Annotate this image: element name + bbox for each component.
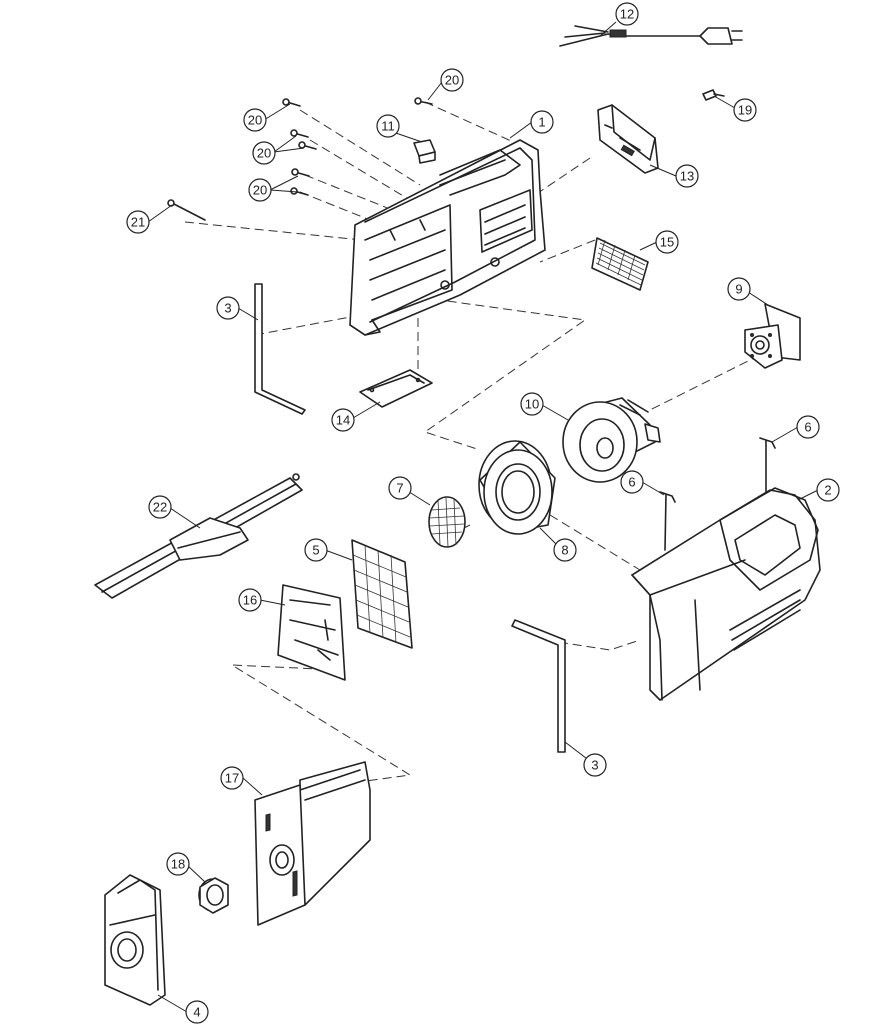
main-body-part	[349, 139, 546, 336]
callout-label: 14	[336, 413, 350, 428]
callout-3-lower: 3	[583, 753, 607, 777]
vent-grille-part	[591, 237, 649, 291]
callout-label: 3	[591, 758, 598, 773]
long-pin-part	[167, 199, 206, 221]
callout-11: 11	[376, 114, 400, 138]
front-cover-part	[631, 487, 821, 701]
callout-4: 4	[185, 1000, 209, 1024]
round-filter-part	[428, 496, 466, 548]
square-filter-part	[351, 539, 413, 649]
callout-label: 2	[824, 483, 831, 498]
switch-part	[413, 139, 436, 164]
callout-16: 16	[238, 588, 262, 612]
callout-label: 18	[171, 857, 185, 872]
callout-9: 9	[727, 277, 751, 301]
callout-14: 14	[331, 408, 355, 432]
callout-5: 5	[304, 538, 328, 562]
motor-part	[562, 397, 661, 483]
callout-21: 21	[126, 210, 150, 234]
callout-label: 20	[257, 146, 271, 161]
callout-3-upper: 3	[216, 296, 240, 320]
callout-1: 1	[530, 110, 554, 134]
rear-lid-part	[104, 874, 166, 1006]
callout-label: 3	[224, 301, 231, 316]
callout-label: 6	[628, 475, 635, 490]
screws-part	[282, 97, 433, 196]
callout-6-right: 6	[796, 415, 820, 439]
callout-label: 22	[153, 500, 167, 515]
callout-label: 19	[738, 103, 752, 118]
filter-plate-part	[359, 369, 433, 408]
callout-10: 10	[520, 392, 544, 416]
callout-label: 20	[445, 73, 459, 88]
callout-label: 17	[225, 771, 239, 786]
ring-adapter-part	[198, 877, 229, 914]
mounting-flange-part	[744, 303, 801, 369]
filter-sponge-part	[277, 584, 346, 681]
gasket-ring-part	[478, 440, 556, 535]
callout-label: 13	[680, 169, 694, 184]
callout-17: 17	[220, 766, 244, 790]
power-cord-part	[559, 25, 743, 47]
small-screw-part	[702, 89, 725, 101]
callout-20-top: 20	[440, 68, 464, 92]
strap-part	[94, 473, 303, 599]
callout-2: 2	[816, 478, 840, 502]
callout-15: 15	[655, 230, 679, 254]
callout-label: 8	[561, 543, 568, 558]
callout-20-left-1: 20	[243, 108, 267, 132]
callout-label: 9	[735, 282, 742, 297]
callout-label: 20	[253, 183, 267, 198]
hex-key-part-lower	[511, 619, 566, 753]
callout-label: 4	[193, 1005, 200, 1020]
switch-bracket-part	[597, 104, 659, 174]
callout-label: 5	[312, 543, 319, 558]
callout-label: 10	[525, 397, 539, 412]
callout-8: 8	[553, 538, 577, 562]
callout-label: 21	[131, 215, 145, 230]
callout-20-left-3: 20	[248, 178, 272, 202]
callout-12: 12	[615, 2, 639, 26]
callout-label: 7	[396, 481, 403, 496]
callout-label: 12	[620, 7, 634, 22]
callout-20-left-2: 20	[252, 141, 276, 165]
callout-label: 1	[538, 115, 545, 130]
callout-label: 11	[381, 119, 395, 134]
callout-7: 7	[388, 476, 412, 500]
callout-19: 19	[733, 98, 757, 122]
callout-label: 6	[804, 420, 811, 435]
callout-label: 16	[243, 593, 257, 608]
callout-label: 20	[248, 113, 262, 128]
callout-label: 15	[660, 235, 674, 250]
callout-22: 22	[148, 495, 172, 519]
callout-18: 18	[166, 852, 190, 876]
callout-13: 13	[675, 164, 699, 188]
callout-6-left: 6	[620, 470, 644, 494]
dust-bag-part	[254, 761, 371, 926]
hex-key-part-upper	[254, 283, 306, 415]
